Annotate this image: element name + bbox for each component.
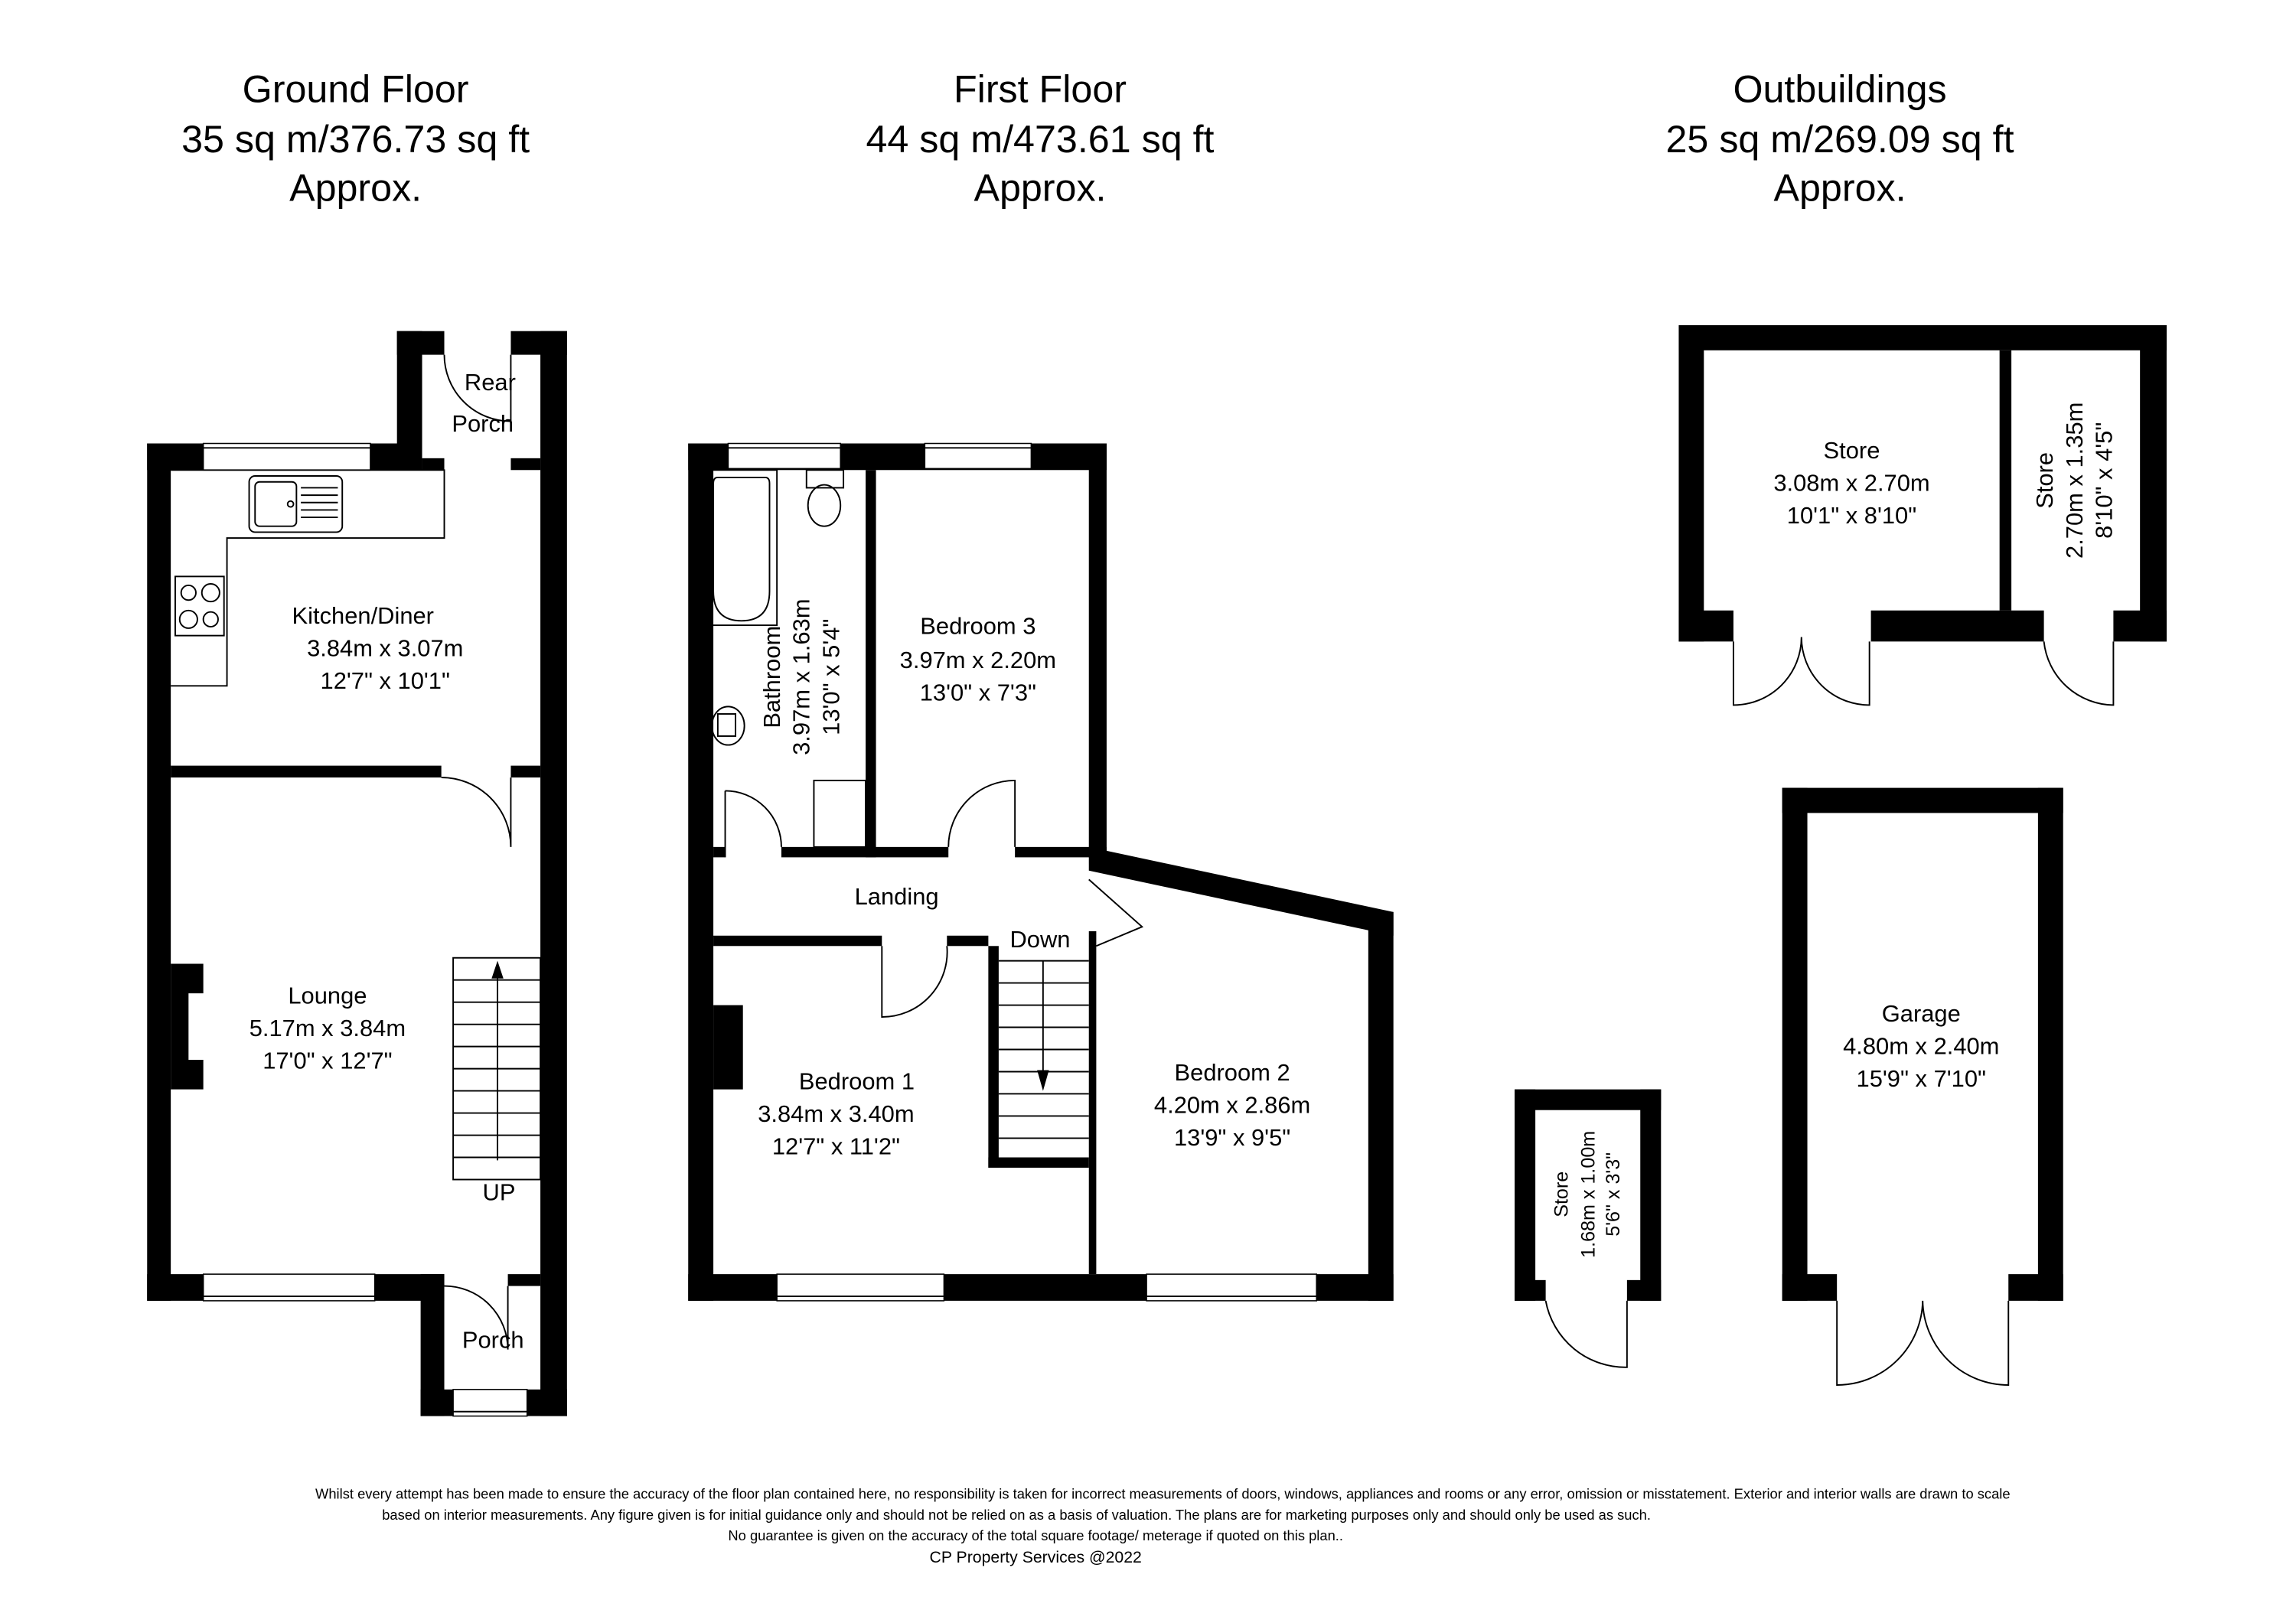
outbuildings-plan: Store 3.08m x 2.70m 10'1" x 8'10" Store … <box>1515 324 2167 1386</box>
lounge-door-icon <box>441 777 512 847</box>
fireplace-icon <box>171 963 204 1090</box>
room-label: Rear <box>465 369 516 396</box>
room-metric: 1.68m x 1.00m <box>1577 1131 1599 1258</box>
walls <box>147 331 567 1416</box>
room-metric: 5.17m x 3.84m <box>249 1015 406 1041</box>
bathroom-door-icon <box>724 790 782 858</box>
sink-icon <box>248 475 344 533</box>
room-metric: 3.84m x 3.40m <box>758 1100 914 1127</box>
heading-approx: Approx. <box>289 167 422 210</box>
room-bedroom-2: Bedroom 2 4.20m x 2.86m 13'9" x 9'5" <box>1154 1059 1310 1151</box>
room-kitchen-diner: Kitchen/Diner 3.84m x 3.07m 12'7" x 10'1… <box>292 602 464 694</box>
room-imperial: 13'0" x 7'3" <box>920 680 1036 706</box>
windows <box>202 442 528 1417</box>
room-imperial: 12'7" x 11'2" <box>772 1133 900 1160</box>
ground-floor-heading: Ground Floor 35 sq m/376.73 sq ft Approx… <box>181 67 530 209</box>
heading-approx: Approx. <box>974 167 1106 210</box>
heading-title: Ground Floor <box>243 67 469 110</box>
room-store-large: Store 3.08m x 2.70m 10'1" x 8'10" <box>1773 437 1929 529</box>
room-garage: Garage 4.80m x 2.40m 15'9" x 7'10" <box>1843 1000 1999 1092</box>
basin-icon <box>711 706 745 746</box>
staircase-down <box>998 960 1089 1139</box>
room-name: Bathroom <box>758 626 785 728</box>
room-metric: 3.08m x 2.70m <box>1773 469 1929 496</box>
first-floor-heading: First Floor 44 sq m/473.61 sq ft Approx. <box>866 67 1214 209</box>
garage-door-icon <box>1836 1300 2010 1386</box>
bedroom3-door-icon <box>947 779 1016 847</box>
room-imperial: 5'6" x 3'3" <box>1603 1152 1624 1237</box>
store-door-icon <box>2043 641 2115 706</box>
disclaimer-line: Whilst every attempt has been made to en… <box>315 1486 2011 1502</box>
room-name: Garage <box>1882 1000 1961 1027</box>
bath-icon <box>709 469 778 627</box>
room-lounge: Lounge 5.17m x 3.84m 17'0" x 12'7" <box>249 983 406 1074</box>
bedroom2-door-icon <box>1088 878 1144 947</box>
room-store-side: Store 2.70m x 1.35m 8'10" x 4'5" <box>2031 402 2117 559</box>
room-imperial: 12'7" x 10'1" <box>321 667 450 694</box>
staircase-up <box>452 957 542 1181</box>
room-name: Lounge <box>288 983 367 1009</box>
copyright: CP Property Services @2022 <box>930 1548 1142 1566</box>
first-floor-plan: Bathroom 3.97m x 1.63m 13'0" x 5'4" Bedr… <box>688 442 1394 1302</box>
room-imperial: 15'9" x 7'10" <box>1857 1065 1986 1092</box>
room-metric: 4.20m x 2.86m <box>1154 1092 1310 1119</box>
heading-area: 44 sq m/473.61 sq ft <box>866 118 1214 161</box>
room-metric: 3.97m x 2.20m <box>900 647 1056 673</box>
room-store-small: Store 1.68m x 1.00m 5'6" x 3'3" <box>1551 1131 1625 1258</box>
room-metric: 4.80m x 2.40m <box>1843 1032 1999 1059</box>
room-label: Porch <box>462 1327 524 1354</box>
heading-approx: Approx. <box>1773 167 1906 210</box>
kitchen-units <box>171 469 445 687</box>
bathroom-fixtures <box>709 469 867 848</box>
room-landing: Landing <box>855 883 939 910</box>
room-name: Bedroom 1 <box>799 1068 915 1095</box>
disclaimer-line: based on interior measurements. Any figu… <box>382 1507 1651 1523</box>
room-name: Store <box>2031 452 2058 509</box>
bedroom1-door-icon <box>881 946 948 1018</box>
ground-floor-plan: Rear Porch Kitchen/Diner 3.84m x 3.07m 1… <box>147 331 567 1417</box>
walls <box>688 443 1394 1301</box>
cupboard <box>813 779 867 848</box>
toilet-icon <box>805 469 845 489</box>
doors <box>441 354 512 1350</box>
room-bathroom: Bathroom 3.97m x 1.63m 13'0" x 5'4" <box>758 599 844 755</box>
room-bedroom-3: Bedroom 3 3.97m x 2.20m 13'0" x 7'3" <box>900 613 1056 706</box>
windows <box>727 442 1317 1302</box>
outbuildings-heading: Outbuildings 25 sq m/269.09 sq ft Approx… <box>1666 67 2014 209</box>
heading-area: 35 sq m/376.73 sq ft <box>181 118 530 161</box>
room-metric: 2.70m x 1.35m <box>2061 402 2088 559</box>
stairs-up-label: UP <box>483 1179 516 1206</box>
small-store-door-icon <box>1544 1300 1628 1368</box>
room-bedroom-1: Bedroom 1 3.84m x 3.40m 12'7" x 11'2" <box>758 1068 915 1160</box>
room-imperial: 17'0" x 12'7" <box>263 1048 392 1074</box>
room-imperial: 13'0" x 5'4" <box>817 619 844 735</box>
store-block-walls <box>1678 324 2167 642</box>
stairs-down-label: Down <box>1009 926 1070 953</box>
disclaimer: Whilst every attempt has been made to en… <box>315 1486 2011 1566</box>
room-label: Porch <box>452 410 514 437</box>
room-metric: 3.84m x 3.07m <box>307 635 463 662</box>
heading-title: Outbuildings <box>1733 67 1946 110</box>
room-name: Kitchen/Diner <box>292 602 434 629</box>
chimney-breast <box>713 1005 743 1090</box>
room-name: Store <box>1824 437 1880 464</box>
room-imperial: 8'10" x 4'5" <box>2090 422 2117 539</box>
room-imperial: 13'9" x 9'5" <box>1174 1124 1290 1151</box>
heading-area: 25 sq m/269.09 sq ft <box>1666 118 2014 161</box>
room-name: Store <box>1551 1172 1573 1217</box>
room-name: Bedroom 2 <box>1175 1059 1290 1086</box>
garage-walls <box>1782 787 2063 1301</box>
room-name: Bedroom 3 <box>920 613 1035 640</box>
hob-icon <box>174 575 225 637</box>
disclaimer-line: No guarantee is given on the accuracy of… <box>728 1527 1343 1543</box>
heading-title: First Floor <box>954 67 1127 110</box>
rear-porch-door-icon <box>443 354 512 429</box>
doors <box>724 779 1144 1018</box>
porch-door-icon <box>444 1285 509 1350</box>
room-imperial: 10'1" x 8'10" <box>1787 502 1916 529</box>
room-metric: 3.97m x 1.63m <box>788 599 815 755</box>
small-store-walls <box>1515 1089 1662 1301</box>
double-door-icon <box>1732 637 1870 706</box>
